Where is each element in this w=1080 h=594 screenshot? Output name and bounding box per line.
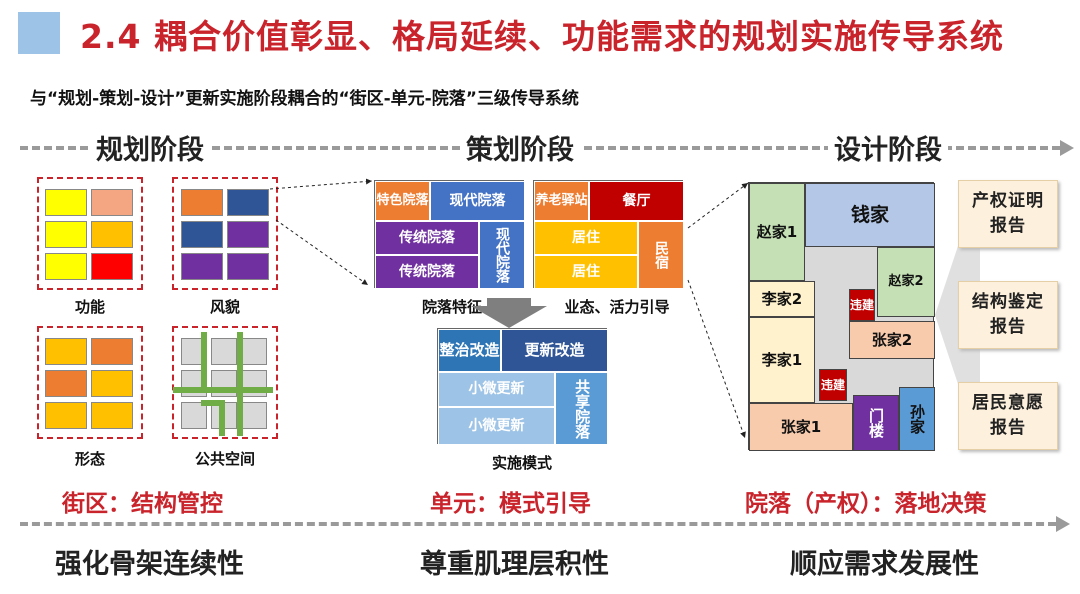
bottom-arrow-head (1056, 516, 1070, 532)
block-residence-1: 居住 (534, 221, 638, 255)
public-space-box (172, 326, 278, 439)
block-micro-update-2: 小微更新 (438, 407, 555, 445)
form-cell (45, 338, 87, 365)
style-cell (181, 221, 223, 248)
label-business-guidance: 业态、活力引导 (564, 298, 670, 316)
function-cell (91, 221, 133, 248)
plot-gatehouse: 门楼 (853, 395, 899, 451)
style-cell (227, 253, 269, 280)
form-cell (45, 370, 87, 397)
space-cell (241, 402, 267, 429)
style-cell (181, 253, 223, 280)
page-title: 2.4 耦合价值彰显、格局延续、功能需求的规划实施传导系统 (80, 17, 1004, 56)
form-cell (91, 402, 133, 429)
block-elderly-station: 养老驿站 (534, 181, 589, 221)
phase-strategy: 策划阶段 (460, 128, 580, 167)
plot-li-2: 李家2 (749, 281, 815, 317)
block-update-renovation: 更新改造 (501, 329, 608, 372)
report-property-rights: 产权证明报告 (958, 180, 1058, 248)
plot-sun: 孙家 (899, 387, 935, 451)
label-function: 功能 (74, 298, 105, 316)
block-modern-courtyard: 现代院落 (430, 181, 525, 221)
plot-illegal-1: 违建 (849, 289, 875, 321)
space-cell (181, 402, 207, 429)
plot-zhao-1: 赵家1 (749, 183, 805, 281)
bottom-dash-line (20, 522, 1056, 526)
summary-courtyard: 院落（产权）：落地决策 (745, 491, 987, 517)
green-path (237, 332, 243, 436)
function-cell (45, 221, 87, 248)
block-feature-courtyard: 特色院落 (375, 181, 430, 221)
principle-texture: 尊重肌理层积性 (420, 549, 609, 580)
label-form: 形态 (74, 450, 105, 468)
green-path (219, 400, 225, 436)
phase-arrow-head (1060, 140, 1074, 156)
style-map-box (172, 177, 278, 290)
summary-block: 街区：结构管控 (62, 491, 223, 517)
style-cell (227, 189, 269, 216)
block-homestay: 民宿 (638, 221, 684, 289)
business-format-map: 养老驿站 餐厅 居住 居住 民宿 (533, 180, 684, 289)
connector-line (687, 182, 749, 229)
implementation-mode-map: 整治改造 更新改造 小微更新 小微更新 共享院落 (437, 328, 608, 445)
principle-skeleton: 强化骨架连续性 (55, 549, 244, 580)
page-subtitle: 与“规划-策划-设计”更新实施阶段耦合的“街区-单元-院落”三级传导系统 (30, 89, 579, 109)
form-cell (91, 338, 133, 365)
block-renovation: 整治改造 (438, 329, 501, 372)
phase-design: 设计阶段 (828, 128, 948, 167)
down-arrow (471, 298, 547, 328)
green-path (201, 332, 207, 392)
style-cell (227, 221, 269, 248)
block-modern-courtyard-vertical: 现代院落 (479, 221, 525, 289)
function-cell (91, 189, 133, 216)
label-implementation-mode: 实施模式 (491, 454, 552, 472)
plot-li-1: 李家1 (749, 317, 815, 403)
connector-line (269, 178, 373, 190)
function-cell (45, 253, 87, 280)
plot-zhang-1: 张家1 (749, 403, 853, 451)
report-structure-assessment: 结构鉴定报告 (958, 281, 1058, 349)
report-resident-willingness: 居民意愿报告 (958, 382, 1058, 450)
block-shared-courtyard: 共享院落 (555, 372, 608, 445)
block-restaurant: 餐厅 (589, 181, 684, 221)
block-residence-2: 居住 (534, 255, 638, 289)
phase-planning: 规划阶段 (90, 128, 210, 167)
form-cell (91, 370, 133, 397)
space-cell (241, 338, 267, 365)
green-path (201, 400, 225, 406)
courtyard-features-map: 特色院落 现代院落 传统院落 传统院落 现代院落 (374, 180, 525, 289)
form-cell (45, 402, 87, 429)
plot-illegal-2: 违建 (819, 369, 847, 401)
summary-unit: 单元：模式引导 (430, 491, 591, 517)
principle-demand: 顺应需求发展性 (790, 549, 979, 580)
block-traditional-courtyard-2: 传统院落 (375, 255, 479, 289)
function-map-box (37, 177, 143, 290)
space-cell (211, 338, 237, 365)
label-courtyard-features: 院落特征 (421, 298, 482, 316)
form-map-box (37, 326, 143, 439)
plot-zhao-2: 赵家2 (877, 247, 935, 317)
plot-qian: 钱家 (805, 183, 935, 247)
function-cell (45, 189, 87, 216)
block-micro-update-1: 小微更新 (438, 372, 555, 407)
style-cell (181, 189, 223, 216)
green-path (173, 387, 273, 393)
function-cell (91, 253, 133, 280)
block-traditional-courtyard-1: 传统院落 (375, 221, 479, 255)
courtyard-plot-map: 赵家1 钱家 赵家2 李家2 违建 张家2 李家1 违建 孙家 张家1 门楼 (748, 182, 935, 451)
connector-line (687, 279, 746, 439)
label-public-space: 公共空间 (194, 450, 255, 468)
public-space-grid (173, 332, 273, 436)
plot-zhang-2: 张家2 (849, 321, 935, 359)
label-style: 风貌 (209, 298, 240, 316)
connector-line (275, 219, 369, 286)
title-square (18, 12, 60, 54)
